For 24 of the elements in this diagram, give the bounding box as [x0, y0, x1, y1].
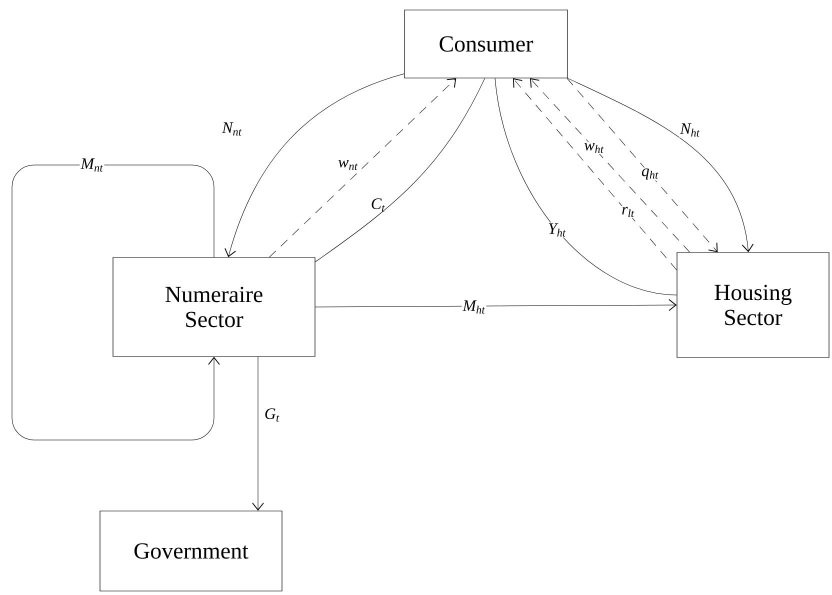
- edge-label: M$_{nt}$: [80, 157, 104, 173]
- arrow: [315, 299, 677, 311]
- edge-label: w$_{nt}$: [338, 160, 358, 170]
- arrow: [513, 78, 677, 270]
- edge-label: r$_{lt}$: [620, 206, 636, 218]
- edge-label: w$_{ht}$: [583, 142, 605, 154]
- edge-label: Y$_{ht}$: [546, 222, 568, 238]
- edge-label: q$_{ht}$: [640, 168, 660, 180]
- arrow: [12, 164, 220, 440]
- edge-label: N$_{nt}$: [221, 121, 243, 137]
- sector-box: Housing Sector: [676, 252, 830, 358]
- sector-box: Numeraire Sector: [112, 257, 316, 357]
- sector-box: Consumer: [404, 10, 568, 78]
- arrow: [568, 78, 754, 252]
- edge-label: G$_{t}$: [265, 408, 280, 422]
- arrow: [269, 78, 456, 258]
- arrow: [566, 78, 718, 252]
- arrow: [530, 78, 690, 252]
- sector-box: Government: [100, 510, 282, 592]
- edge-label: M$_{ht}$: [462, 299, 486, 315]
- arrow: [252, 356, 264, 511]
- edge-label: C$_{t}$: [372, 198, 385, 212]
- edge-label: N$_{ht}$: [679, 122, 701, 138]
- arrow: [224, 74, 404, 258]
